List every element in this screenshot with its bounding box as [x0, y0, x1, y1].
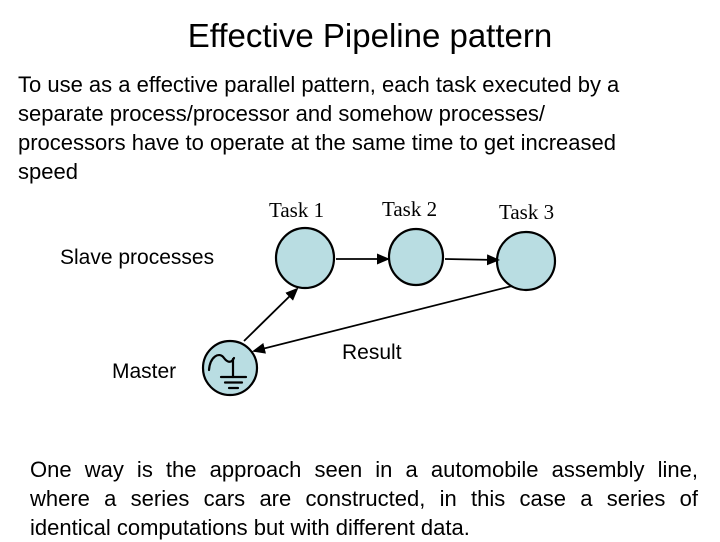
text-line: To use as a effective parallel pattern, … — [18, 72, 620, 97]
text-line: speed — [18, 159, 78, 184]
text-line: One way is the approach seen in a automo… — [30, 457, 698, 482]
slide-title: Effective Pipeline pattern — [187, 17, 553, 54]
text-line: where a series cars are constructed, in … — [30, 486, 698, 511]
task3-node — [495, 230, 557, 292]
arrow-master-to-task1 — [243, 287, 299, 342]
intro-paragraph: To use as a effective parallel pattern, … — [18, 70, 619, 186]
slave-processes-label: Slave processes — [60, 246, 215, 269]
arrow-task2-to-task3 — [444, 254, 500, 266]
text-line: separate process/processor and somehow p… — [18, 101, 546, 126]
conclusion-paragraph: One way is the approach seen in a automo… — [30, 455, 698, 542]
arrow-task3-to-master — [252, 285, 513, 354]
task2-node — [387, 227, 445, 287]
result-label: Result — [342, 341, 402, 364]
text-line: identical computations but with differen… — [30, 515, 470, 540]
task3-label: Task 3 — [499, 200, 555, 224]
ac-source-ground-icon — [207, 353, 248, 390]
task1-node — [274, 226, 336, 290]
master-label: Master — [112, 360, 177, 383]
task1-label: Task 1 — [269, 198, 325, 222]
task2-label: Task 2 — [382, 197, 438, 221]
text-line: processors have to operate at the same t… — [18, 130, 616, 155]
